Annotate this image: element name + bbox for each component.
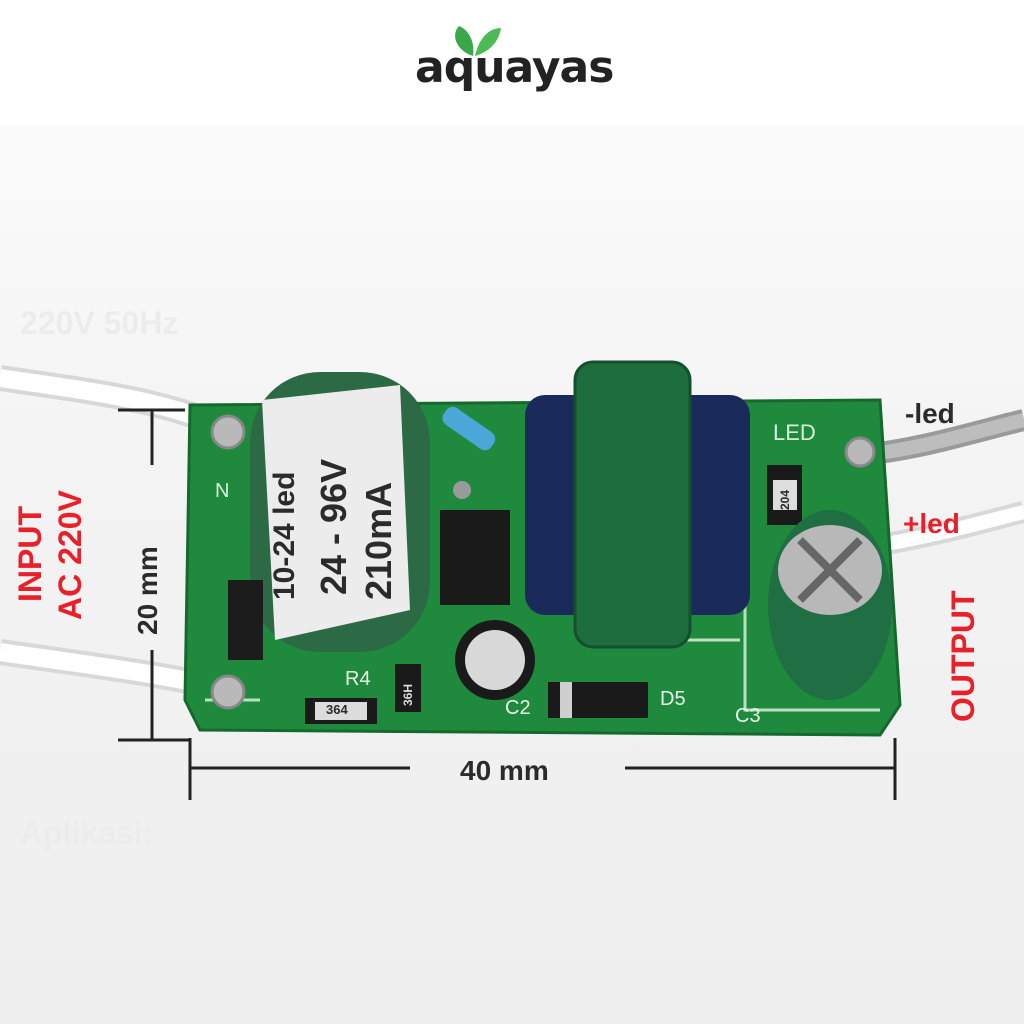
length-dimension-label: 40 mm [460,755,549,786]
sticker-line2: 24 - 96V [313,458,354,595]
silk-n: N [215,480,230,502]
pad-input-top [210,414,246,450]
smd-label-36h: 36H [401,683,415,706]
leaf-logo-icon [455,26,501,56]
input-label: INPUT [12,506,48,602]
sticker-line1: 10-24 led [268,471,301,600]
neg-led-label: -led [905,398,955,429]
brand-logo: aquayas [415,42,614,93]
capacitor-sticker [262,385,410,640]
input-voltage-label: AC 220V [52,490,88,620]
dimension-40mm [188,738,897,800]
pad-input-bottom [210,674,246,710]
smd-label-364: 364 [326,702,348,717]
pos-led-label: +led [903,508,960,539]
smd-label-204: 204 [778,489,792,510]
silk-d5: D5 [660,688,686,710]
driver-ic [440,510,510,605]
brand-header: aquayas [0,0,1024,120]
transformer-core [573,360,692,649]
sticker-line3: 210mA [358,481,399,600]
smd-resistor-36h [395,664,421,712]
pad-neg-led [844,436,876,468]
resistor-blue [442,406,496,451]
silk-r4: R4 [345,668,371,690]
dimension-20mm [118,408,190,742]
silk-c2: C2 [505,697,531,719]
bridge-rectifier [228,580,263,660]
silk-led: LED [773,420,816,445]
output-label: OUTPUT [945,590,981,722]
width-dimension-label: 20 mm [132,546,163,635]
silk-c3: C3 [735,705,761,727]
